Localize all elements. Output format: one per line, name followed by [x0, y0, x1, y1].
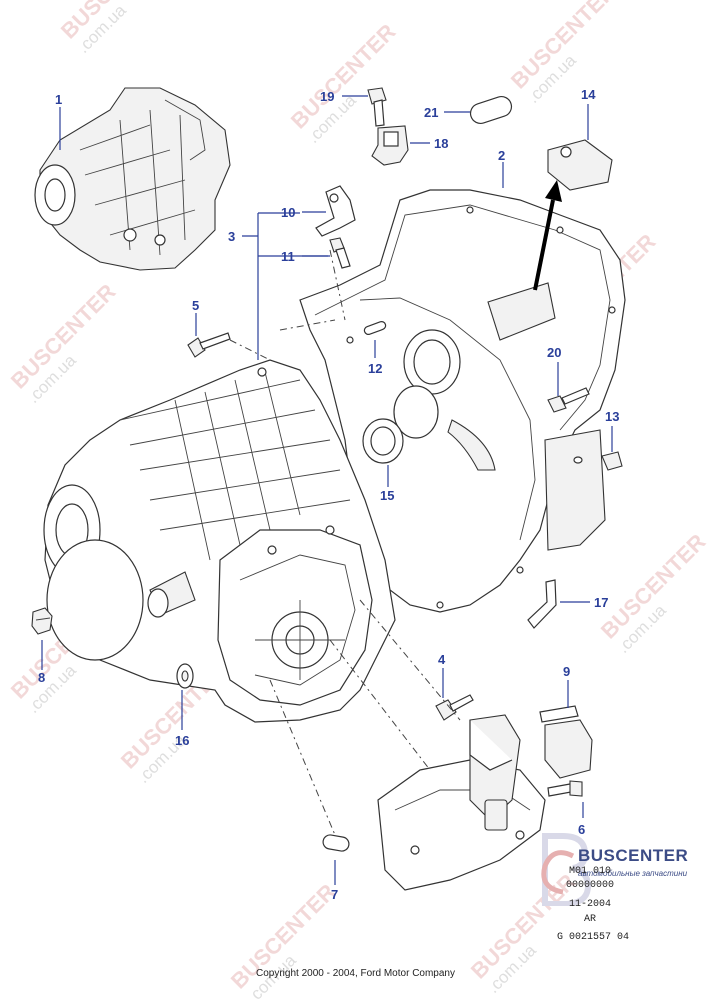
- bolt-part-19: [367, 87, 387, 127]
- buscenter-logo: BUSCENTER автомобильные запчастини: [533, 826, 711, 906]
- callout-labels: 1 2 3 4 5 6 7 8 9 10 11 12 13 14 15 16 1…: [38, 87, 619, 902]
- plug-part-8: [31, 607, 53, 635]
- callout-10: 10: [281, 205, 295, 220]
- callout-19: 19: [320, 89, 334, 104]
- oil-seal-part-15: [362, 418, 404, 464]
- callout-4: 4: [438, 652, 446, 667]
- bolt-part-11: [329, 237, 351, 269]
- release-bracket-part: [377, 714, 546, 891]
- clutch-housing-part: [299, 189, 626, 613]
- dowel-part-12: [363, 321, 387, 335]
- arrow-to-cover-plate: [533, 180, 562, 291]
- reference-line-1: M01 010: [568, 866, 611, 877]
- sleeve-part-21: [469, 96, 513, 124]
- bracket-part-10: [315, 185, 356, 237]
- transmission-assembly-part: [34, 87, 231, 271]
- callout-3: 3: [228, 229, 235, 244]
- breather-part-17: [527, 579, 557, 629]
- dowel-part-7: [322, 834, 350, 852]
- callout-5: 5: [192, 298, 199, 313]
- sensor-part-9: [539, 705, 593, 779]
- callout-13: 13: [605, 409, 619, 424]
- reference-line-4: AR: [583, 914, 596, 925]
- reference-line-5: G 0021557 04: [556, 932, 629, 943]
- callout-8: 8: [38, 670, 45, 685]
- callout-7: 7: [331, 887, 338, 902]
- bolt-part-4: [435, 694, 474, 721]
- switch-part-18: [371, 125, 409, 166]
- alignment-lines: [229, 249, 461, 836]
- callout-21: 21: [424, 105, 438, 120]
- reference-line-3: 11-2004: [568, 899, 611, 910]
- reference-line-2: 00000000: [565, 880, 614, 891]
- callout-12: 12: [368, 361, 382, 376]
- callout-15: 15: [380, 488, 394, 503]
- callout-9: 9: [563, 664, 570, 679]
- logo-subtitle: автомобильные запчастини: [578, 869, 688, 878]
- callout-leaders: [41, 95, 613, 885]
- cover-plate-part-14: [547, 139, 613, 191]
- bolt-part-6: [547, 780, 583, 797]
- callout-18: 18: [434, 136, 448, 151]
- callout-11: 11: [281, 249, 295, 264]
- transmission-case-part: [43, 359, 396, 723]
- callout-2: 2: [498, 148, 505, 163]
- callout-20: 20: [547, 345, 561, 360]
- copyright-notice: Copyright 2000 - 2004, Ford Motor Compan…: [256, 968, 455, 979]
- callout-14: 14: [581, 87, 596, 102]
- logo-mark-icon: [541, 833, 592, 906]
- callout-17: 17: [594, 595, 608, 610]
- plug-part-13: [573, 451, 623, 471]
- bolt-part-5: [187, 332, 231, 358]
- logo-title: BUSCENTER: [578, 846, 689, 865]
- callout-1: 1: [55, 92, 62, 107]
- washer-part-16: [176, 663, 194, 689]
- bolt-part-20: [547, 387, 590, 413]
- callout-6: 6: [578, 822, 585, 837]
- callout-16: 16: [175, 733, 189, 748]
